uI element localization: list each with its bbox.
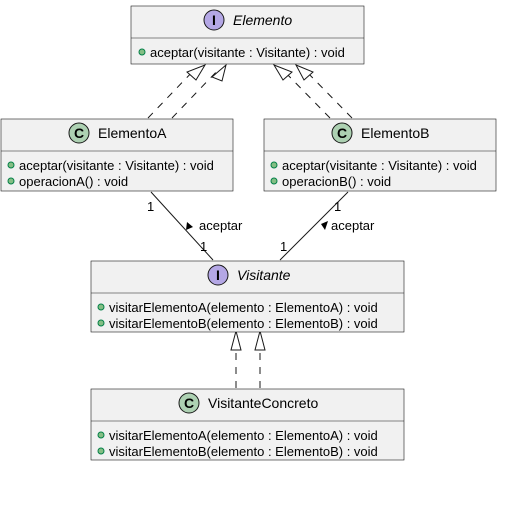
class-visitanteconcreto: C VisitanteConcreto visitarElementoA(ele…: [90, 388, 405, 461]
interface-badge-icon: [207, 264, 229, 286]
class-badge-icon: [68, 122, 90, 144]
association-elementoB-visitante: 1 1 aceptar: [279, 191, 375, 261]
multiplicity-source: 1: [147, 199, 154, 214]
public-method-icon: [138, 48, 146, 56]
class-member: aceptar(visitante : Visitante) : void: [282, 158, 477, 173]
association-elementoA-visitante: 1 1 aceptar: [147, 191, 243, 261]
class-member: aceptar(visitante : Visitante) : void: [19, 158, 214, 173]
public-method-icon: [7, 161, 15, 169]
multiplicity-target: 1: [200, 239, 207, 254]
class-name: ElementoB: [361, 125, 429, 141]
public-method-icon: [270, 161, 278, 169]
class-elementob: C ElementoB aceptar(visitante : Visitant…: [263, 118, 497, 192]
class-badge-icon: [331, 122, 353, 144]
class-member: operacionB() : void: [282, 174, 391, 189]
interface-badge-icon: [203, 9, 225, 31]
class-member: visitarElementoA(elemento : ElementoA) :…: [109, 300, 378, 315]
association-label: aceptar: [199, 218, 243, 233]
class-elementoa: C ElementoA aceptar(visitante : Visitant…: [0, 118, 234, 192]
public-method-icon: [7, 177, 15, 185]
public-method-icon: [97, 319, 105, 327]
class-name: VisitanteConcreto: [208, 395, 318, 411]
interface-badge-letter: I: [216, 267, 220, 283]
class-member: visitarElementoB(elemento : ElementoB) :…: [109, 316, 378, 331]
multiplicity-target: 1: [280, 239, 287, 254]
class-member: visitarElementoB(elemento : ElementoB) :…: [109, 444, 378, 459]
class-badge-icon: [178, 392, 200, 414]
class-name: ElementoA: [98, 125, 167, 141]
public-method-icon: [97, 431, 105, 439]
class-member: aceptar(visitante : Visitante) : void: [150, 45, 345, 60]
class-member: operacionA() : void: [19, 174, 128, 189]
class-elemento: I Elemento aceptar(visitante : Visitante…: [130, 5, 365, 65]
direction-arrow-icon: [186, 222, 193, 230]
direction-arrow-icon: [321, 221, 328, 230]
class-member: visitarElementoA(elemento : ElementoA) :…: [109, 428, 378, 443]
public-method-icon: [270, 177, 278, 185]
association-label: aceptar: [331, 218, 375, 233]
class-name: Visitante: [237, 267, 291, 283]
realization-elementoA-to-elemento: [147, 63, 227, 119]
public-method-icon: [97, 447, 105, 455]
class-visitante: I Visitante visitarElementoA(elemento : …: [90, 260, 405, 333]
class-badge-letter: C: [74, 125, 84, 141]
interface-badge-letter: I: [212, 12, 216, 28]
class-badge-letter: C: [337, 125, 347, 141]
realization-elementoB-to-elemento: [272, 64, 353, 119]
class-badge-letter: C: [184, 395, 194, 411]
public-method-icon: [97, 303, 105, 311]
realization-visitanteconcreto-to-visitante: [230, 329, 266, 388]
class-name: Elemento: [233, 12, 292, 28]
multiplicity-source: 1: [334, 199, 341, 214]
